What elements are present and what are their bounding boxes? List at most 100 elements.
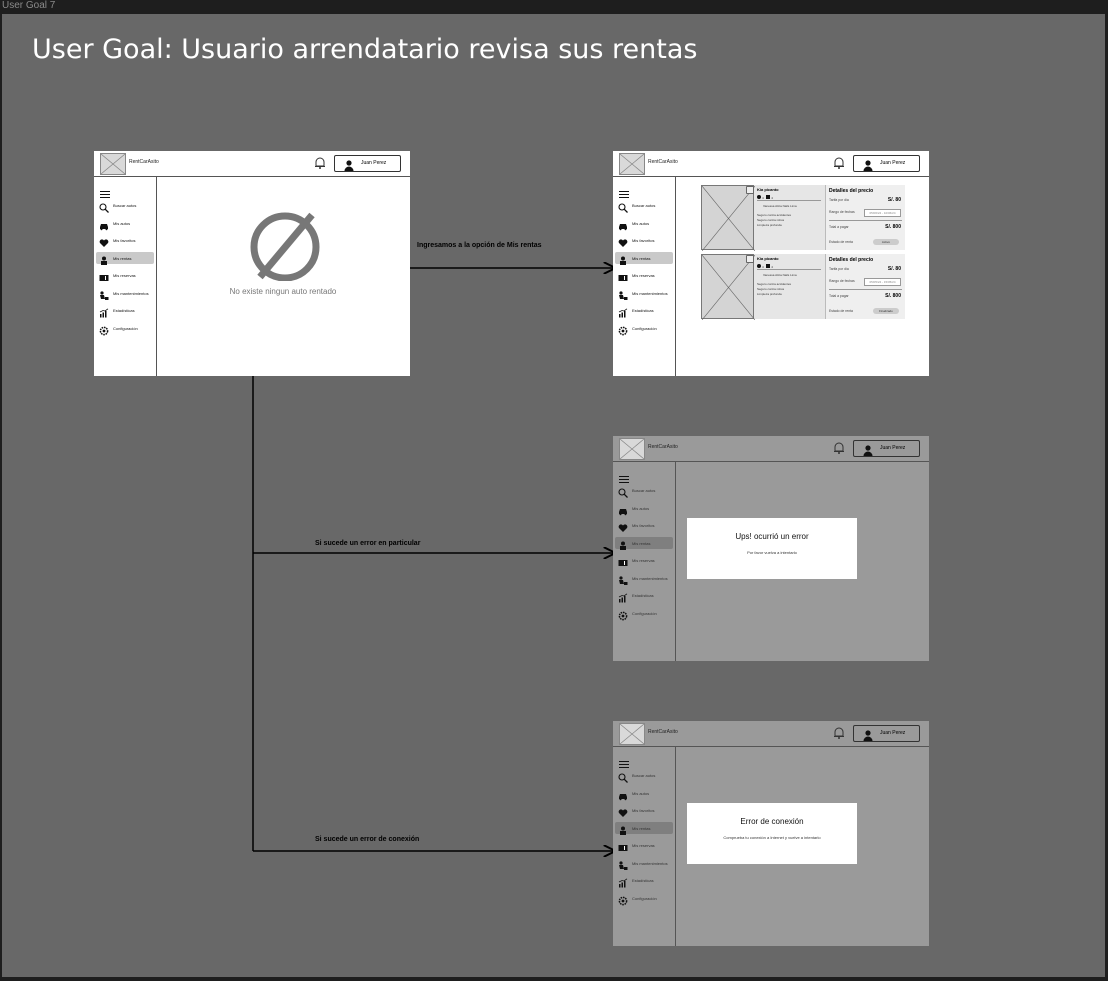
mechanic-icon <box>99 288 109 300</box>
sidebar-item-driver[interactable]: Mis rentas <box>96 251 154 265</box>
error-modal-title: Ups! ocurrió un error <box>735 532 809 541</box>
sidebar-item-chart[interactable]: Estadísticas <box>615 304 673 318</box>
sidebar-item-label: Mis autos <box>632 790 650 796</box>
sidebar-item-driver[interactable]: Mis rentas <box>615 536 673 550</box>
car-icon <box>618 218 628 230</box>
sidebar-item-ticket[interactable]: Mis reservas <box>615 269 673 281</box>
gear-icon <box>618 323 628 335</box>
status-badge: Activo <box>873 239 899 245</box>
hamburger-menu-icon[interactable] <box>619 755 629 768</box>
sidebar-item-gear[interactable]: Configuración <box>615 892 673 905</box>
fuel-count: 4 <box>771 265 773 269</box>
sidebar-item-gear[interactable]: Configuración <box>615 322 673 335</box>
heart-icon <box>618 520 628 532</box>
user-icon <box>863 443 873 456</box>
sidebar-item-gear[interactable]: Configuración <box>615 607 673 620</box>
sidebar-item-mechanic[interactable]: Mis mantenimientos <box>615 287 673 300</box>
sidebar-item-label: Mis reservas <box>632 843 655 848</box>
sidebar-item-mechanic[interactable]: Mis mantenimientos <box>615 572 673 585</box>
sidebar-item-driver[interactable]: Mis rentas <box>615 251 673 265</box>
sidebar-item-ticket[interactable]: Mis reservas <box>96 269 154 281</box>
bell-icon[interactable] <box>313 156 327 170</box>
gear-icon <box>99 323 109 335</box>
sidebar-item-label: Configuración <box>632 895 657 901</box>
sidebar-item-search[interactable]: Buscar autos <box>615 199 673 213</box>
user-name: Juan Perez <box>880 160 906 166</box>
owner-name: Vanessa Alcía Nails Lima <box>763 273 797 277</box>
sidebar-item-heart[interactable]: Mis favoritos <box>615 519 673 532</box>
sidebar-item-mechanic[interactable]: Mis mantenimientos <box>615 857 673 870</box>
total-label: Total a pagar <box>829 294 849 298</box>
user-menu-button[interactable]: Juan Perez <box>853 440 920 457</box>
divider <box>757 200 821 201</box>
sidebar-item-car[interactable]: Mis autos <box>615 502 673 515</box>
logo-placeholder-icon <box>619 438 645 460</box>
sidebar-item-search[interactable]: Buscar autos <box>615 769 673 783</box>
mechanic-icon <box>618 858 628 870</box>
car-specs: 4 4 <box>757 264 773 269</box>
error-modal-message: Por favor vuelva a intentarlo <box>747 550 797 555</box>
gear-icon <box>618 608 628 620</box>
sidebar-item-heart[interactable]: Mis favoritos <box>96 234 154 247</box>
search-icon <box>618 485 628 498</box>
sidebar-item-car[interactable]: Mis autos <box>615 787 673 800</box>
favorite-toggle-icon[interactable] <box>746 255 754 263</box>
feature-item: Seguro contra robos <box>757 218 785 222</box>
mechanic-icon <box>618 573 628 585</box>
favorite-toggle-icon[interactable] <box>746 186 754 194</box>
chart-icon <box>618 590 628 603</box>
sidebar-item-label: Mis rentas <box>632 540 651 546</box>
seats-count: 4 <box>762 196 764 200</box>
bell-icon[interactable] <box>832 156 846 170</box>
sidebar-item-search[interactable]: Buscar autos <box>615 484 673 498</box>
sidebar-item-search[interactable]: Buscar autos <box>96 199 154 213</box>
sidebar-item-driver[interactable]: Mis rentas <box>615 821 673 835</box>
user-menu-button[interactable]: Juan Perez <box>853 155 920 172</box>
sidebar-item-chart[interactable]: Estadísticas <box>615 589 673 603</box>
car-image-placeholder <box>701 254 756 321</box>
car-image-placeholder <box>701 185 756 252</box>
feature-item: Limpieza profunda <box>757 292 782 296</box>
sidebar-item-label: Buscar autos <box>632 773 656 778</box>
hamburger-menu-icon[interactable] <box>619 185 629 198</box>
sidebar-item-heart[interactable]: Mis favoritos <box>615 234 673 247</box>
search-icon <box>618 770 628 783</box>
sidebar-item-chart[interactable]: Estadísticas <box>96 304 154 318</box>
page-title: User Goal: Usuario arrendatario revisa s… <box>32 34 698 65</box>
logo-placeholder-icon <box>100 153 126 175</box>
car-icon <box>99 218 109 230</box>
feature-item: Limpieza profunda <box>757 223 782 227</box>
user-menu-button[interactable]: Juan Perez <box>334 155 401 172</box>
sidebar-item-mechanic[interactable]: Mis mantenimientos <box>96 287 154 300</box>
user-icon <box>344 158 354 171</box>
user-menu-button[interactable]: Juan Perez <box>853 725 920 742</box>
sidebar-item-gear[interactable]: Configuración <box>96 322 154 335</box>
sidebar-item-label: Mis favoritos <box>632 238 655 243</box>
heart-icon <box>99 235 109 247</box>
divider <box>757 269 821 270</box>
brand-name: RentCarAsito <box>129 159 159 165</box>
mechanic-icon <box>618 288 628 300</box>
car-specs: 4 4 <box>757 195 773 200</box>
sidebar-item-label: Configuración <box>632 610 657 616</box>
sidebar-item-car[interactable]: Mis autos <box>615 217 673 230</box>
driver-icon <box>99 253 109 265</box>
sidebar-item-ticket[interactable]: Mis reservas <box>615 554 673 566</box>
hamburger-menu-icon[interactable] <box>619 470 629 483</box>
sidebar-item-label: Mis reservas <box>113 273 136 278</box>
chart-icon <box>99 305 109 318</box>
bell-icon[interactable] <box>832 726 846 740</box>
connection-error-message: Comprueba tu conexión a Internet y vuelv… <box>723 835 821 840</box>
sidebar-item-label: Mis autos <box>632 220 650 226</box>
sidebar-item-car[interactable]: Mis autos <box>96 217 154 230</box>
sidebar-item-chart[interactable]: Estadísticas <box>615 874 673 888</box>
sidebar-item-heart[interactable]: Mis favoritos <box>615 804 673 817</box>
hamburger-menu-icon[interactable] <box>100 185 110 198</box>
bell-icon[interactable] <box>832 441 846 455</box>
sidebar-item-ticket[interactable]: Mis reservas <box>615 839 673 851</box>
